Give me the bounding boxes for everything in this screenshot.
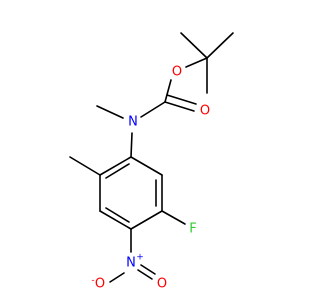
bond-n-methyl bbox=[96, 105, 124, 119]
bond-carbonyl-double-1 bbox=[164, 101, 195, 112]
bond-ring-6 bbox=[99, 156, 132, 176]
bond-ring-inner-3 bbox=[105, 163, 130, 179]
atom-nitro-oxygen: O bbox=[157, 277, 167, 292]
bond-tbu-oxygen bbox=[185, 57, 208, 68]
bond-ring-3 bbox=[130, 210, 163, 230]
bond-nitro-o-minus bbox=[109, 272, 125, 283]
molecule-diagram: O O N F N + O - O bbox=[69, 32, 234, 292]
bond-carbonyl-double-2 bbox=[166, 94, 197, 105]
atom-ester-oxygen: O bbox=[172, 65, 182, 80]
atom-labels: O O N F N + O - O bbox=[91, 65, 210, 292]
bond-carbon-fluorine bbox=[161, 210, 186, 225]
structure-svg: O O N F N + O - O bbox=[69, 32, 234, 292]
atom-nitro-nitrogen-charge: + bbox=[136, 253, 144, 263]
atom-nitro-nitrogen: N bbox=[126, 256, 136, 271]
bond-carbonyl-carbon-nitrogen bbox=[140, 101, 166, 118]
bond-ring-4 bbox=[99, 210, 132, 230]
bond-ring-1 bbox=[130, 156, 163, 176]
bond-ring-inner-2 bbox=[105, 207, 130, 223]
atom-carbonyl-oxygen: O bbox=[200, 104, 210, 119]
bond-nitrogen-ring bbox=[130, 132, 133, 158]
atom-nitro-oxygen-minus-charge: - bbox=[91, 276, 94, 286]
bond-nitro-o-double-1 bbox=[137, 269, 153, 280]
bonds bbox=[69, 32, 234, 283]
bond-oxygen-carbonyl-carbon bbox=[164, 79, 172, 103]
bond-aryl-methyl bbox=[69, 156, 101, 176]
atom-fluorine: F bbox=[189, 222, 196, 237]
bond-tbu-methyl-2 bbox=[206, 32, 234, 59]
atom-nitro-oxygen-minus: O bbox=[95, 277, 105, 292]
bond-tbu-methyl-1 bbox=[180, 32, 208, 59]
bond-nitro-o-double-2 bbox=[140, 264, 156, 275]
atom-amine-nitrogen: N bbox=[128, 115, 138, 130]
